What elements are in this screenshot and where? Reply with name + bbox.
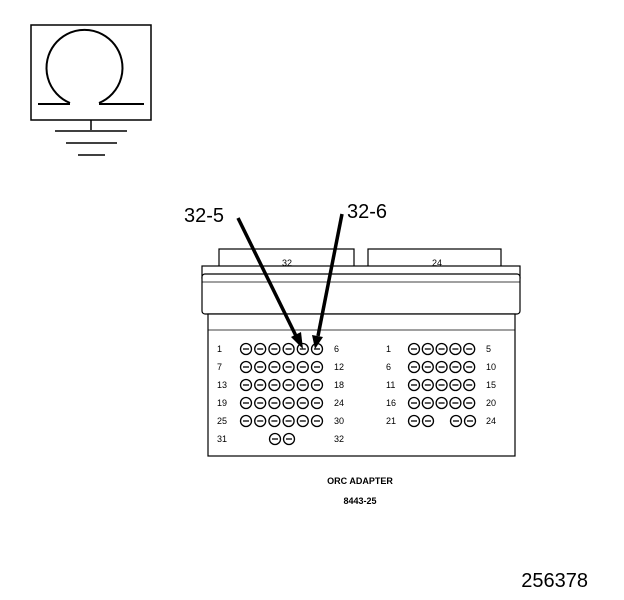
caption-title: ORC ADAPTER xyxy=(327,476,393,486)
pin-contact xyxy=(239,414,253,428)
pin-contact xyxy=(435,396,448,410)
pin-contact xyxy=(310,378,324,392)
pin-contact xyxy=(421,414,435,428)
pin-contact xyxy=(239,396,253,410)
pin-contact xyxy=(296,414,309,428)
pin-contact xyxy=(239,378,253,392)
pin-contact xyxy=(463,360,476,374)
pin-contact xyxy=(254,414,267,428)
pin-contact xyxy=(421,360,434,374)
pin-number-start: 11 xyxy=(386,380,395,390)
figure-id: 256378 xyxy=(521,570,588,592)
pin-number-start: 1 xyxy=(386,344,391,354)
pin-number-start: 13 xyxy=(217,380,227,390)
callout-arrows xyxy=(236,213,344,349)
pin-contact xyxy=(449,342,462,356)
arrow-32-6 xyxy=(316,213,344,337)
callout-right: 32-6 xyxy=(347,201,387,223)
pin-number-end: 15 xyxy=(486,380,496,390)
callout-left: 32-5 xyxy=(184,205,224,227)
pin-number-end: 6 xyxy=(334,344,339,354)
pin-number-start: 19 xyxy=(217,398,227,408)
connector-housing xyxy=(201,273,521,315)
pin-number-start: 6 xyxy=(386,362,391,372)
pin-contact xyxy=(296,378,309,392)
pin-contact xyxy=(296,396,309,410)
pin-contact xyxy=(463,414,477,428)
arrow-32-5 xyxy=(236,217,299,339)
pin-contact xyxy=(268,396,281,410)
pin-contact xyxy=(268,414,281,428)
pin-contact xyxy=(239,342,253,356)
header-left-label: 32 xyxy=(282,258,292,268)
pin-number-end: 12 xyxy=(334,362,344,372)
pin-contact xyxy=(254,360,267,374)
pin-contact xyxy=(282,414,295,428)
pin-number-end: 5 xyxy=(486,344,491,354)
pin-number-start: 31 xyxy=(217,434,227,444)
pin-contact xyxy=(449,378,462,392)
pin-contact xyxy=(421,378,434,392)
pin-number-start: 1 xyxy=(217,344,222,354)
pin-contact xyxy=(282,432,296,446)
pin-contact xyxy=(449,414,463,428)
pin-number-end: 32 xyxy=(334,434,344,444)
pin-number-end: 24 xyxy=(486,416,496,426)
pin-contact xyxy=(282,360,295,374)
pin-contact xyxy=(282,342,295,356)
pin-contact xyxy=(421,396,434,410)
pin-number-end: 20 xyxy=(486,398,496,408)
pin-contact xyxy=(463,378,476,392)
pin-contact xyxy=(268,342,281,356)
pin-contact xyxy=(254,378,267,392)
pin-contact xyxy=(254,342,267,356)
pin-contact xyxy=(435,342,448,356)
pin-number-end: 30 xyxy=(334,416,344,426)
pin-contact xyxy=(407,360,421,374)
pin-number-end: 10 xyxy=(486,362,496,372)
pin-number-start: 16 xyxy=(386,398,396,408)
pin-number-start: 21 xyxy=(386,416,396,426)
pin-contact xyxy=(310,342,324,356)
pin-contact xyxy=(268,378,281,392)
pin-block-left: 1 6 7 12 13 18 19 24 25 30 31 32 xyxy=(217,342,344,446)
pin-contact xyxy=(463,342,476,356)
pin-contact xyxy=(268,360,281,374)
pin-contact xyxy=(449,360,462,374)
pin-contact xyxy=(296,342,309,356)
pin-contact xyxy=(407,342,421,356)
pin-contact xyxy=(310,414,324,428)
pin-contact xyxy=(282,396,295,410)
pin-contact xyxy=(463,396,476,410)
pin-contact xyxy=(239,360,253,374)
pin-contact xyxy=(435,378,448,392)
pin-contact xyxy=(407,378,421,392)
pin-contact xyxy=(449,396,462,410)
ohmmeter-ground-icon xyxy=(30,24,152,156)
pin-number-end: 24 xyxy=(334,398,344,408)
pin-number-start: 7 xyxy=(217,362,222,372)
pin-contact xyxy=(435,360,448,374)
caption-part: 8443-25 xyxy=(343,496,376,506)
pin-contact xyxy=(421,342,434,356)
pin-contact xyxy=(254,396,267,410)
pin-contact xyxy=(282,378,295,392)
pin-contact xyxy=(407,414,421,428)
pin-number-end: 18 xyxy=(334,380,344,390)
pin-contact xyxy=(268,432,282,446)
pin-contact xyxy=(310,396,324,410)
header-right-label: 24 xyxy=(432,258,442,268)
pin-contact xyxy=(310,360,324,374)
pin-contact xyxy=(296,360,309,374)
pin-contact xyxy=(407,396,421,410)
pin-number-start: 25 xyxy=(217,416,227,426)
